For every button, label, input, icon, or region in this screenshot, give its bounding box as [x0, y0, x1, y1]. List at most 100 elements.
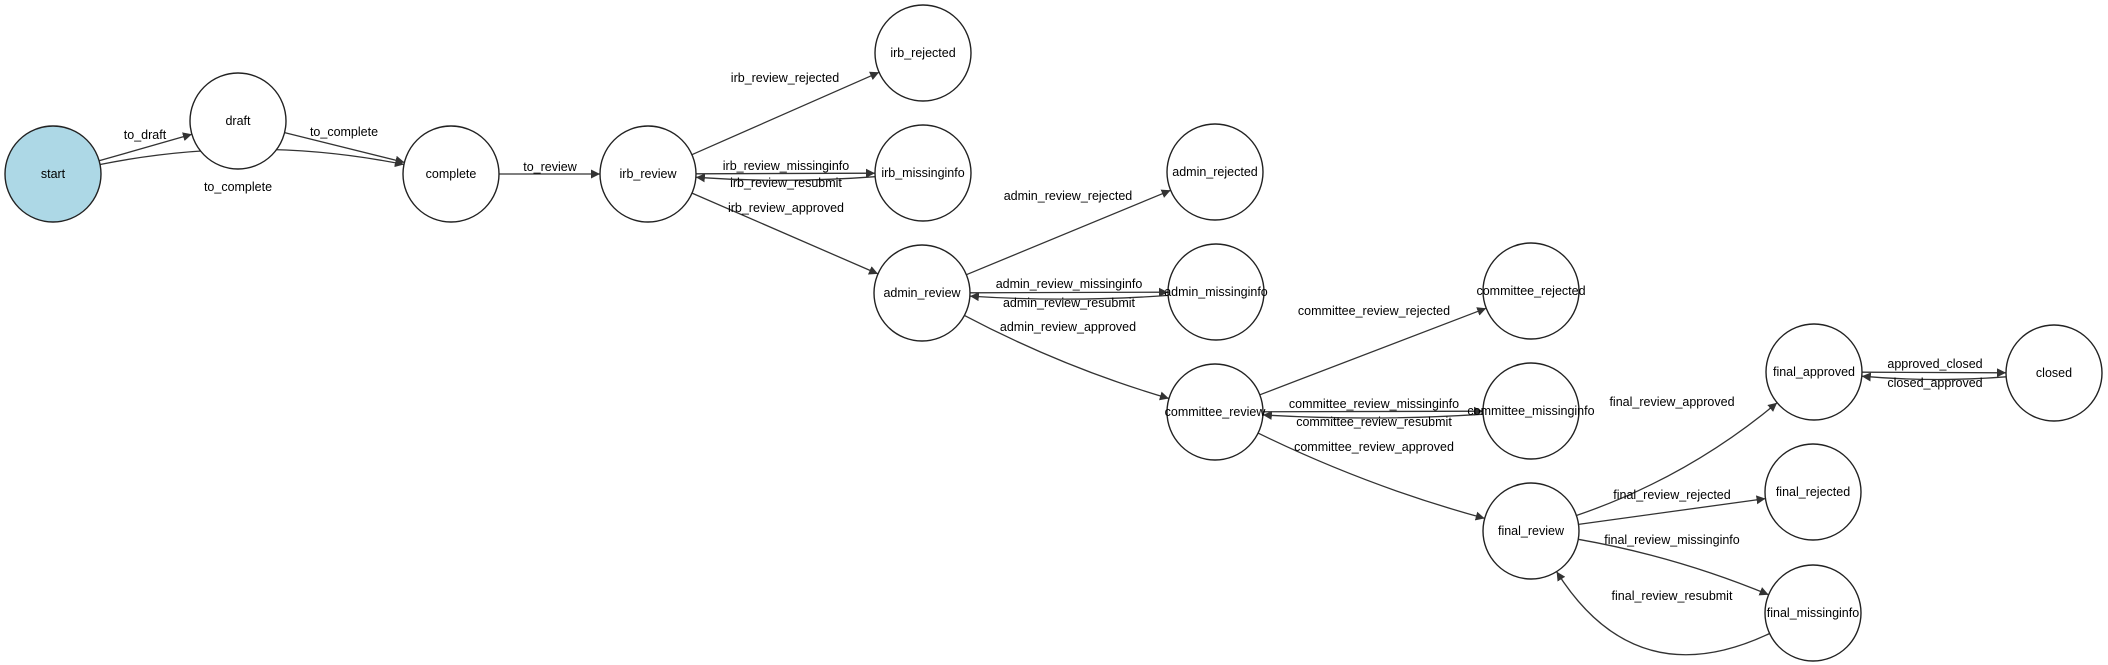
edge-arrow — [691, 71, 880, 156]
edge-start-to-draft: to_draft — [98, 128, 193, 162]
edge-arrow — [1861, 372, 2007, 382]
edge-irb-missinginfo-to-irb-review: irb_review_resubmit — [695, 173, 876, 190]
state-node-complete: complete — [402, 125, 500, 223]
edge-arrow — [1861, 368, 2007, 378]
state-label: committee_missinginfo — [1467, 404, 1594, 418]
edge-label: to_review — [523, 160, 577, 174]
edge-label: admin_review_resubmit — [1003, 296, 1136, 310]
state-label: irb_rejected — [890, 46, 955, 60]
edge-label: committee_review_rejected — [1298, 304, 1450, 318]
edge-label: irb_review_rejected — [731, 71, 839, 85]
edge-committee-missinginfo-to-committee-review: committee_review_resubmit — [1262, 410, 1484, 429]
state-node-closed: closed — [2005, 324, 2103, 422]
edge-committee-review-to-final-review: committee_review_approved — [1257, 432, 1485, 521]
edge-arrow — [1262, 410, 1484, 420]
state-circle — [1764, 443, 1862, 541]
edge-label: committee_review_resubmit — [1296, 415, 1452, 429]
state-label: committee_rejected — [1476, 284, 1585, 298]
state-circle — [1482, 482, 1580, 580]
edge-label: approved_closed — [1887, 357, 1982, 371]
state-node-final-approved: final_approved — [1765, 323, 1863, 421]
edge-irb-review-to-irb-missinginfo: irb_review_missinginfo — [695, 159, 876, 178]
edge-label: final_review_resubmit — [1612, 589, 1733, 603]
edge-final-missinginfo-to-final-review: final_review_resubmit — [1556, 571, 1770, 656]
state-circle — [1764, 564, 1862, 662]
state-label: irb_missinginfo — [881, 166, 964, 180]
state-label: admin_missinginfo — [1164, 285, 1268, 299]
edge-label: to_complete — [204, 180, 272, 194]
edge-admin-missinginfo-to-admin-review: admin_review_resubmit — [969, 292, 1169, 310]
edge-arrow — [964, 314, 1170, 401]
edge-final-approved-to-closed: approved_closed — [1861, 357, 2007, 378]
edge-arrow — [1259, 307, 1487, 396]
edge-admin-review-to-admin-rejected: admin_review_rejected — [966, 189, 1171, 276]
edge-label: irb_review_resubmit — [730, 176, 842, 190]
state-node-final-review: final_review — [1482, 482, 1580, 580]
edge-label: final_review_approved — [1609, 395, 1734, 409]
edge-label: admin_review_rejected — [1004, 189, 1133, 203]
state-node-irb-missinginfo: irb_missinginfo — [874, 124, 972, 222]
state-circle — [599, 125, 697, 223]
edge-label: closed_approved — [1887, 376, 1982, 390]
state-node-final-missinginfo: final_missinginfo — [1764, 564, 1862, 662]
edge-irb-review-to-admin-review: irb_review_approved — [691, 192, 879, 275]
edge-arrow — [284, 131, 405, 165]
state-circle — [874, 124, 972, 222]
state-label: final_review — [1498, 524, 1565, 538]
edge-label: admin_review_missinginfo — [996, 277, 1143, 291]
edge-arrow — [969, 287, 1169, 297]
state-label: final_approved — [1773, 365, 1855, 379]
edge-closed-to-final-approved: closed_approved — [1861, 372, 2007, 390]
edge-label: to_complete — [310, 125, 378, 139]
edge-committee-review-to-committee-missinginfo: committee_review_missinginfo — [1262, 397, 1484, 416]
state-circle — [2005, 324, 2103, 422]
state-label: admin_review — [883, 286, 961, 300]
edge-admin-review-to-committee-review: admin_review_approved — [964, 314, 1170, 401]
state-label: admin_rejected — [1172, 165, 1258, 179]
edge-arrow — [1556, 571, 1770, 656]
edge-label: irb_review_missinginfo — [723, 159, 849, 173]
edge-admin-review-to-admin-missinginfo: admin_review_missinginfo — [969, 277, 1169, 297]
state-node-committee-review: committee_review — [1165, 363, 1267, 461]
edge-draft-to-complete: to_complete — [284, 125, 405, 165]
state-node-admin-missinginfo: admin_missinginfo — [1164, 243, 1268, 341]
edge-arrow — [966, 189, 1171, 276]
state-circle — [1166, 363, 1264, 461]
state-node-admin-rejected: admin_rejected — [1166, 123, 1264, 221]
edge-arrow — [691, 192, 879, 275]
edge-arrow — [1578, 495, 1766, 526]
state-label: complete — [426, 167, 477, 181]
state-circle — [1482, 362, 1580, 460]
edge-arrow — [1576, 402, 1778, 517]
state-label: committee_review — [1165, 405, 1267, 419]
state-label: irb_review — [620, 167, 678, 181]
state-circle — [874, 4, 972, 102]
edge-complete-to-irb-review: to_review — [499, 160, 600, 179]
state-circle — [189, 72, 287, 170]
edge-arrow — [1578, 538, 1769, 596]
edge-label: irb_review_approved — [728, 201, 844, 215]
edge-irb-review-to-irb-rejected: irb_review_rejected — [691, 71, 880, 156]
state-label: closed — [2036, 366, 2072, 380]
state-label: final_missinginfo — [1767, 606, 1859, 620]
edge-committee-review-to-committee-rejected: committee_review_rejected — [1259, 304, 1487, 396]
state-node-draft: draft — [189, 72, 287, 170]
state-node-irb-rejected: irb_rejected — [874, 4, 972, 102]
nodes-layer: start draft complete irb_review irb_rejected… — [4, 4, 2103, 662]
edge-final-review-to-final-rejected: final_review_rejected — [1578, 488, 1766, 526]
edge-label: final_review_rejected — [1613, 488, 1730, 502]
state-circle — [1765, 323, 1863, 421]
state-node-committee-missinginfo: committee_missinginfo — [1467, 362, 1595, 460]
state-circle — [1167, 243, 1265, 341]
state-node-start: start — [4, 125, 102, 223]
edge-label: to_draft — [124, 128, 167, 142]
state-label: final_rejected — [1776, 485, 1850, 499]
state-label: draft — [225, 114, 251, 128]
state-node-admin-review: admin_review — [873, 244, 971, 342]
edge-arrow — [1257, 432, 1485, 521]
edge-arrow — [695, 168, 876, 178]
edge-label: admin_review_approved — [1000, 320, 1136, 334]
state-node-final-rejected: final_rejected — [1764, 443, 1862, 541]
edge-label: committee_review_missinginfo — [1289, 397, 1459, 411]
state-circle — [4, 125, 102, 223]
